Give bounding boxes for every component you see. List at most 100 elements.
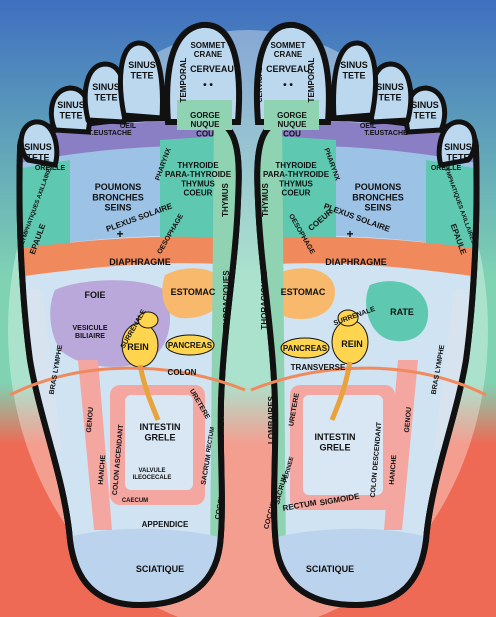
left-sciatic-label: SCIATIQUE xyxy=(136,564,184,574)
label-line: COU xyxy=(196,129,214,138)
left-caecum-label: CAECUM xyxy=(122,498,148,504)
right-eye-label: OEIL xyxy=(360,123,377,130)
right-hip-label: HANCHE xyxy=(389,454,399,485)
left-colon-label: COLON xyxy=(168,368,197,377)
left-toe-1 xyxy=(118,40,165,121)
left-pancreas-label: PANCREAS xyxy=(168,341,213,350)
left-ear-label: OREILLE xyxy=(35,165,66,172)
label-line: CRANE xyxy=(194,50,223,59)
left-diaphragm-label: DIAPHRAGME xyxy=(109,257,171,267)
right-arm-lymph-strip xyxy=(434,290,476,450)
right-sciatic-zone xyxy=(266,528,436,605)
label-line: GRELE xyxy=(319,442,350,452)
label-line: COEUR xyxy=(282,189,311,198)
right-thoracic-label: THORACIQUES xyxy=(260,270,269,330)
left-knee-label: GENOU xyxy=(86,407,95,433)
right-stomach-zone xyxy=(272,268,335,320)
right-knee-label: GENOU xyxy=(404,407,413,433)
left-appendix-label: APPENDICE xyxy=(142,520,189,529)
label-line: SEINS xyxy=(104,203,131,213)
left-diaphragm-zone xyxy=(19,236,239,278)
left-toe-4 xyxy=(18,119,60,168)
left-rectum-label: RECTUM xyxy=(206,427,216,453)
right-waist-line xyxy=(250,366,487,397)
right-intestine-zone xyxy=(303,395,383,495)
label-line: COU xyxy=(283,129,301,138)
left-eyes-dots: • • xyxy=(203,80,213,91)
left-hip-label: HANCHE xyxy=(98,454,108,485)
label-line: GRELE xyxy=(144,432,175,442)
right-stomach-label: ESTOMAC xyxy=(281,287,326,297)
right-cervical-label: CERVICALES xyxy=(257,57,264,102)
left-waist-line xyxy=(9,366,246,397)
label-line: TETE xyxy=(413,110,436,120)
right-adrenal xyxy=(337,309,359,327)
label-line: SEINS xyxy=(364,203,391,213)
right-brain-label: CERVEAU xyxy=(266,64,310,74)
label-line: ILEOCECALE xyxy=(133,475,172,481)
right-throat-zone xyxy=(264,100,319,130)
left-hip-strip xyxy=(78,360,112,530)
left-throat-zone xyxy=(177,100,232,130)
left-stomach-label: ESTOMAC xyxy=(171,287,216,297)
left-plus-sign: + xyxy=(116,227,123,241)
right-toe-1 xyxy=(331,40,378,121)
right-pancreas xyxy=(280,337,330,359)
right-diaphragm-label: DIAPHRAGME xyxy=(325,257,387,267)
left-liver-label: FOIE xyxy=(84,290,105,300)
label-line: BRONCHES xyxy=(352,192,404,202)
left-big-toe xyxy=(164,21,243,125)
label-line: BILIAIRE xyxy=(75,333,105,340)
left-pancreas xyxy=(165,334,215,356)
label-line: THYMUS xyxy=(181,179,215,188)
label-line: PARA-THYROIDE xyxy=(263,170,330,179)
left-brain-label: CERVEAU xyxy=(190,64,234,74)
left-eustache-label: T.EUSTACHE xyxy=(88,130,132,137)
label-line: TETE xyxy=(378,92,401,102)
label-line: TETE xyxy=(342,70,365,80)
right-eyes-dots: • • xyxy=(283,80,293,91)
right-plus-sign: + xyxy=(346,227,353,241)
label-line: CRANE xyxy=(274,50,303,59)
label-line: PARA-THYROIDE xyxy=(165,170,232,179)
label-line: NUQUE xyxy=(278,120,308,129)
right-hip-strip xyxy=(384,360,418,530)
left-eye-label: OEIL xyxy=(120,123,137,130)
left-shoulder-zone xyxy=(19,160,70,255)
left-stomach-zone xyxy=(162,268,225,319)
left-lumbar-label: LOMBAIRES xyxy=(217,395,226,444)
right-thymus-label: THYMUS xyxy=(261,182,270,216)
right-spleen-zone xyxy=(366,281,429,342)
right-toe-4 xyxy=(436,119,478,168)
right-diaphragm-zone xyxy=(257,236,477,278)
right-pancreas-label: PANCREAS xyxy=(283,344,328,353)
right-temporal-label: TEMPORAL xyxy=(307,57,316,102)
label-line: THYMUS xyxy=(279,179,313,188)
left-kidney-label: REIN xyxy=(127,342,149,352)
left-thymus-label: THYMUS xyxy=(221,182,230,216)
right-eustache-label: T.EUSTACHE xyxy=(364,130,408,137)
label-line: TETE xyxy=(59,110,82,120)
left-sciatic-zone xyxy=(60,528,230,605)
right-kidney-label: REIN xyxy=(341,339,363,349)
